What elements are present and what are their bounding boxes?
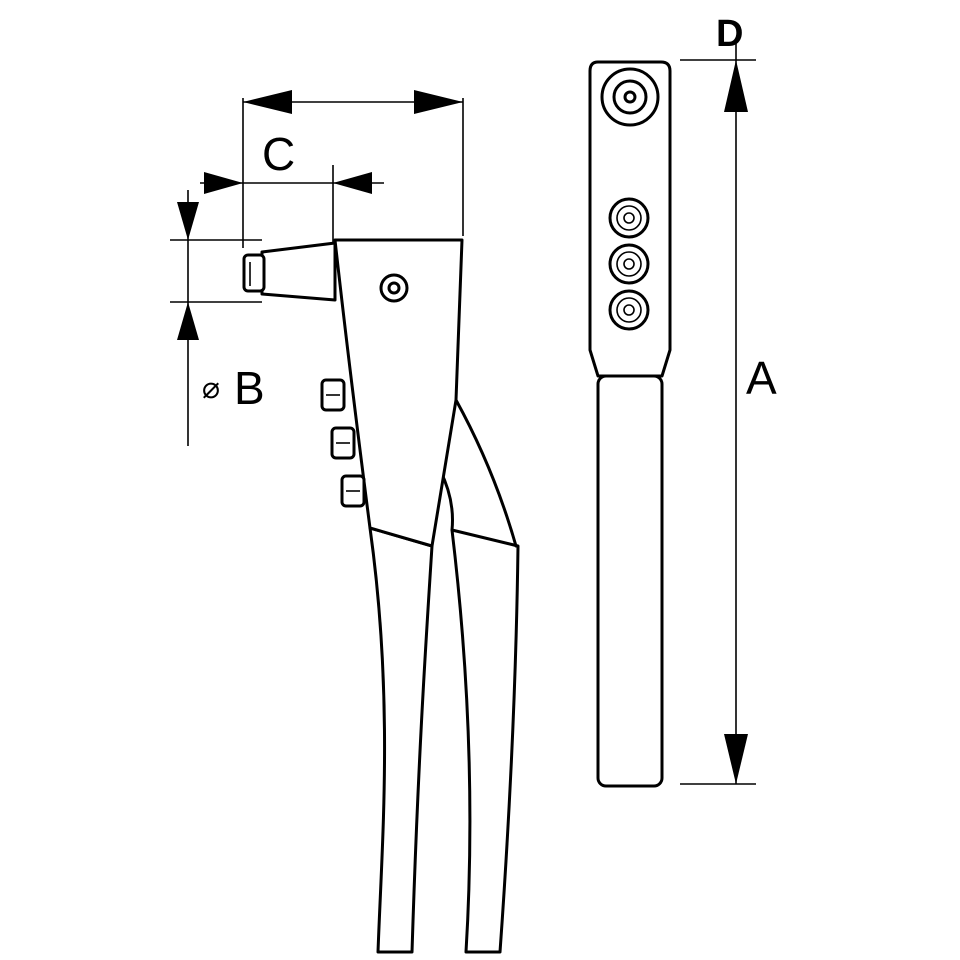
diameter-symbol: ⌀ xyxy=(202,371,220,406)
arrowhead xyxy=(204,172,243,194)
nozzle-holes xyxy=(608,197,650,331)
pivot-bolt-inner xyxy=(387,281,401,295)
arrowhead xyxy=(414,90,463,114)
front-handle xyxy=(596,374,664,788)
tool-head xyxy=(333,238,464,548)
arrowhead xyxy=(333,172,372,194)
arrowhead xyxy=(724,734,748,784)
dimension-a: A xyxy=(680,60,777,785)
left-handle xyxy=(368,526,434,954)
dimension-c: C xyxy=(200,128,384,242)
nose-piece xyxy=(242,241,337,302)
pivot-bolt-outer xyxy=(379,273,409,303)
head-bolt-outer xyxy=(600,67,660,127)
label-a: A xyxy=(746,352,777,404)
head-bolt-mid xyxy=(612,79,648,115)
right-handle xyxy=(450,528,520,954)
nozzle-tip xyxy=(242,253,266,293)
label-d: D xyxy=(716,13,743,55)
label-c: C xyxy=(262,128,295,180)
dimension-top-length xyxy=(242,90,464,248)
dimension-b: ⌀ B xyxy=(170,190,265,446)
head-bolt-inner xyxy=(623,90,637,104)
label-b: B xyxy=(234,362,265,414)
arrowhead xyxy=(243,90,292,114)
arrowhead xyxy=(724,60,748,112)
front-view-tool xyxy=(588,60,672,788)
arrowhead xyxy=(177,302,199,340)
dimension-d: D xyxy=(680,13,756,61)
arrowhead xyxy=(177,202,199,240)
spare-nozzles xyxy=(320,378,366,508)
